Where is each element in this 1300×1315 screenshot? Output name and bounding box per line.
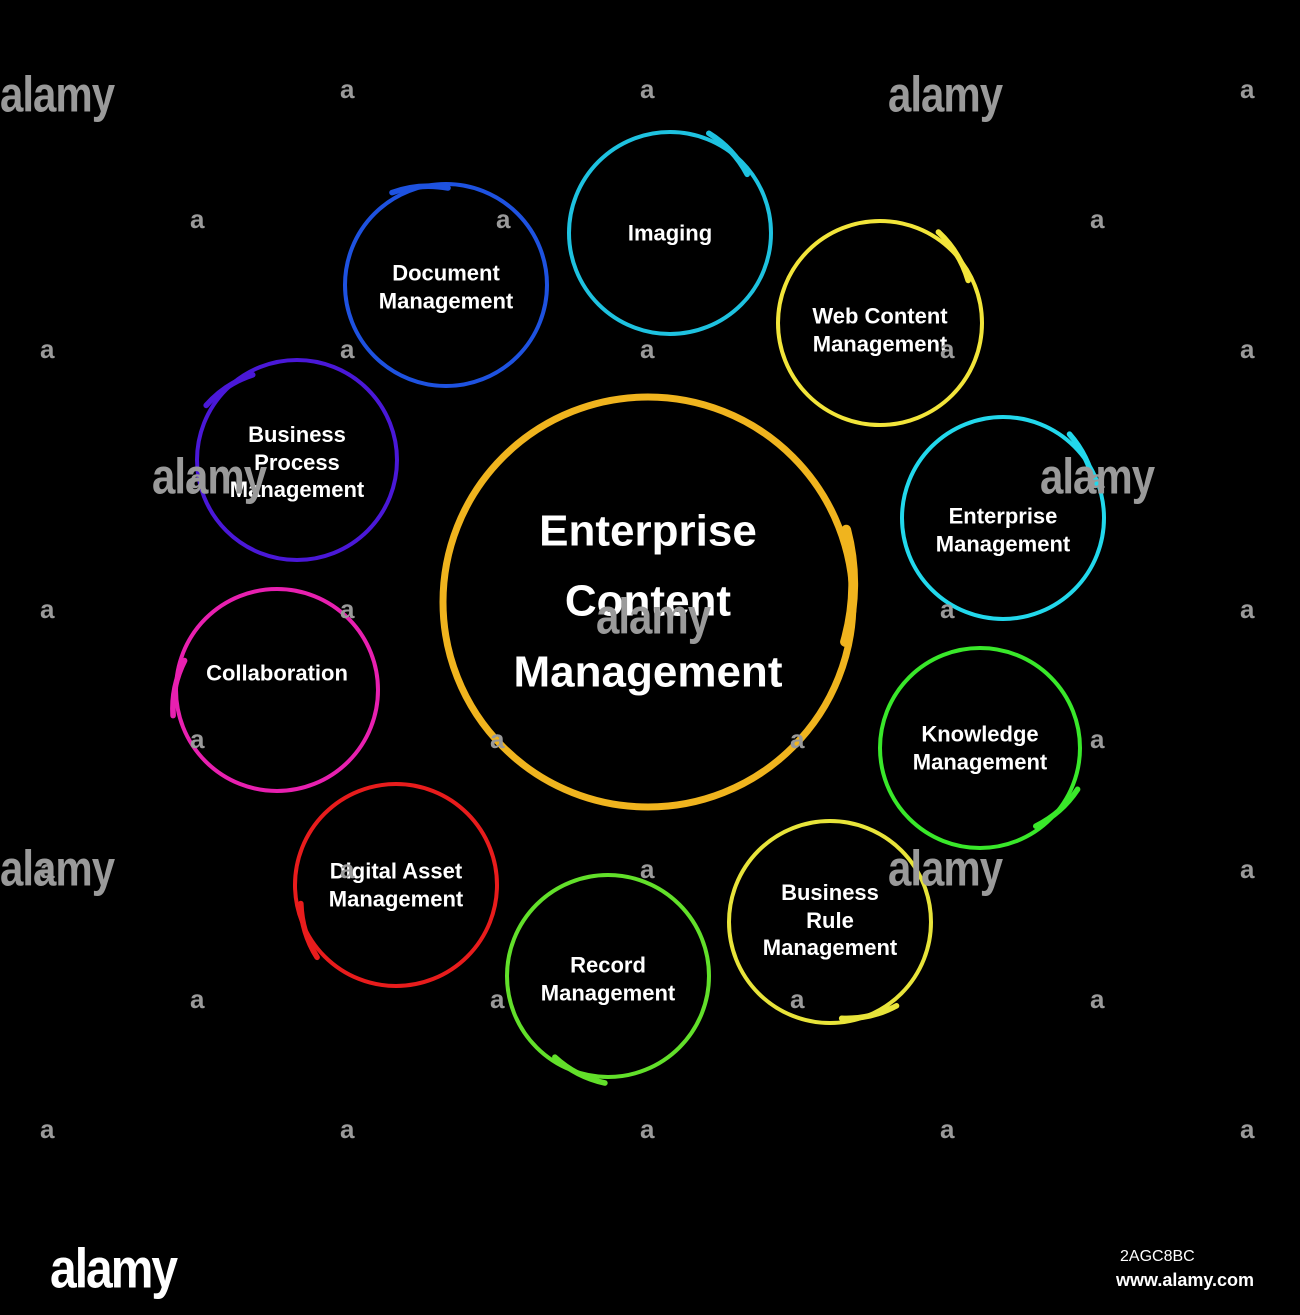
- ring-record-management-tail: [552, 1054, 608, 1086]
- ring-digital-asset-management-tail: [298, 900, 320, 961]
- ring-business-rule-management-tail: [838, 1003, 900, 1022]
- ring-business-rule-management-stroke: [727, 819, 933, 1025]
- center-ring-tail: [840, 524, 859, 647]
- ring-document-management-stroke: [343, 182, 549, 388]
- ring-digital-asset-management-stroke: [293, 782, 499, 988]
- ring-enterprise-management: [900, 415, 1106, 621]
- center-ring-stroke: [439, 393, 857, 811]
- ring-knowledge-management: [878, 646, 1082, 850]
- ring-knowledge-management-stroke: [878, 646, 1082, 850]
- ring-business-process-management-tail: [203, 372, 256, 409]
- ring-document-management-tail: [389, 183, 451, 196]
- ring-web-content-management-tail: [935, 229, 971, 284]
- ring-record-management-stroke: [505, 873, 711, 1079]
- ring-document-management: [343, 182, 549, 388]
- footer-image-id: 2AGC8BC: [1120, 1248, 1195, 1265]
- footer-url: www.alamy.com: [1116, 1270, 1255, 1290]
- ring-record-management: [505, 873, 711, 1086]
- ring-enterprise-management-stroke: [900, 415, 1106, 621]
- ring-imaging-tail: [706, 130, 750, 178]
- ring-collaboration-tail: [170, 657, 188, 719]
- ring-imaging: [567, 130, 773, 336]
- ring-web-content-management: [776, 219, 984, 427]
- ring-web-content-management-stroke: [776, 219, 984, 427]
- ring-digital-asset-management: [293, 782, 499, 988]
- ring-collaboration: [170, 587, 380, 793]
- ring-enterprise-management-tail: [1066, 431, 1097, 488]
- ring-collaboration-stroke: [174, 587, 380, 793]
- ring-business-rule-management: [727, 819, 933, 1025]
- center-ring: [439, 393, 859, 811]
- ring-business-process-management: [195, 358, 399, 562]
- footer-logo: alamy: [50, 1239, 178, 1301]
- ring-business-process-management-stroke: [195, 358, 399, 562]
- ring-imaging-stroke: [567, 130, 773, 336]
- ring-knowledge-management-tail: [1033, 786, 1081, 829]
